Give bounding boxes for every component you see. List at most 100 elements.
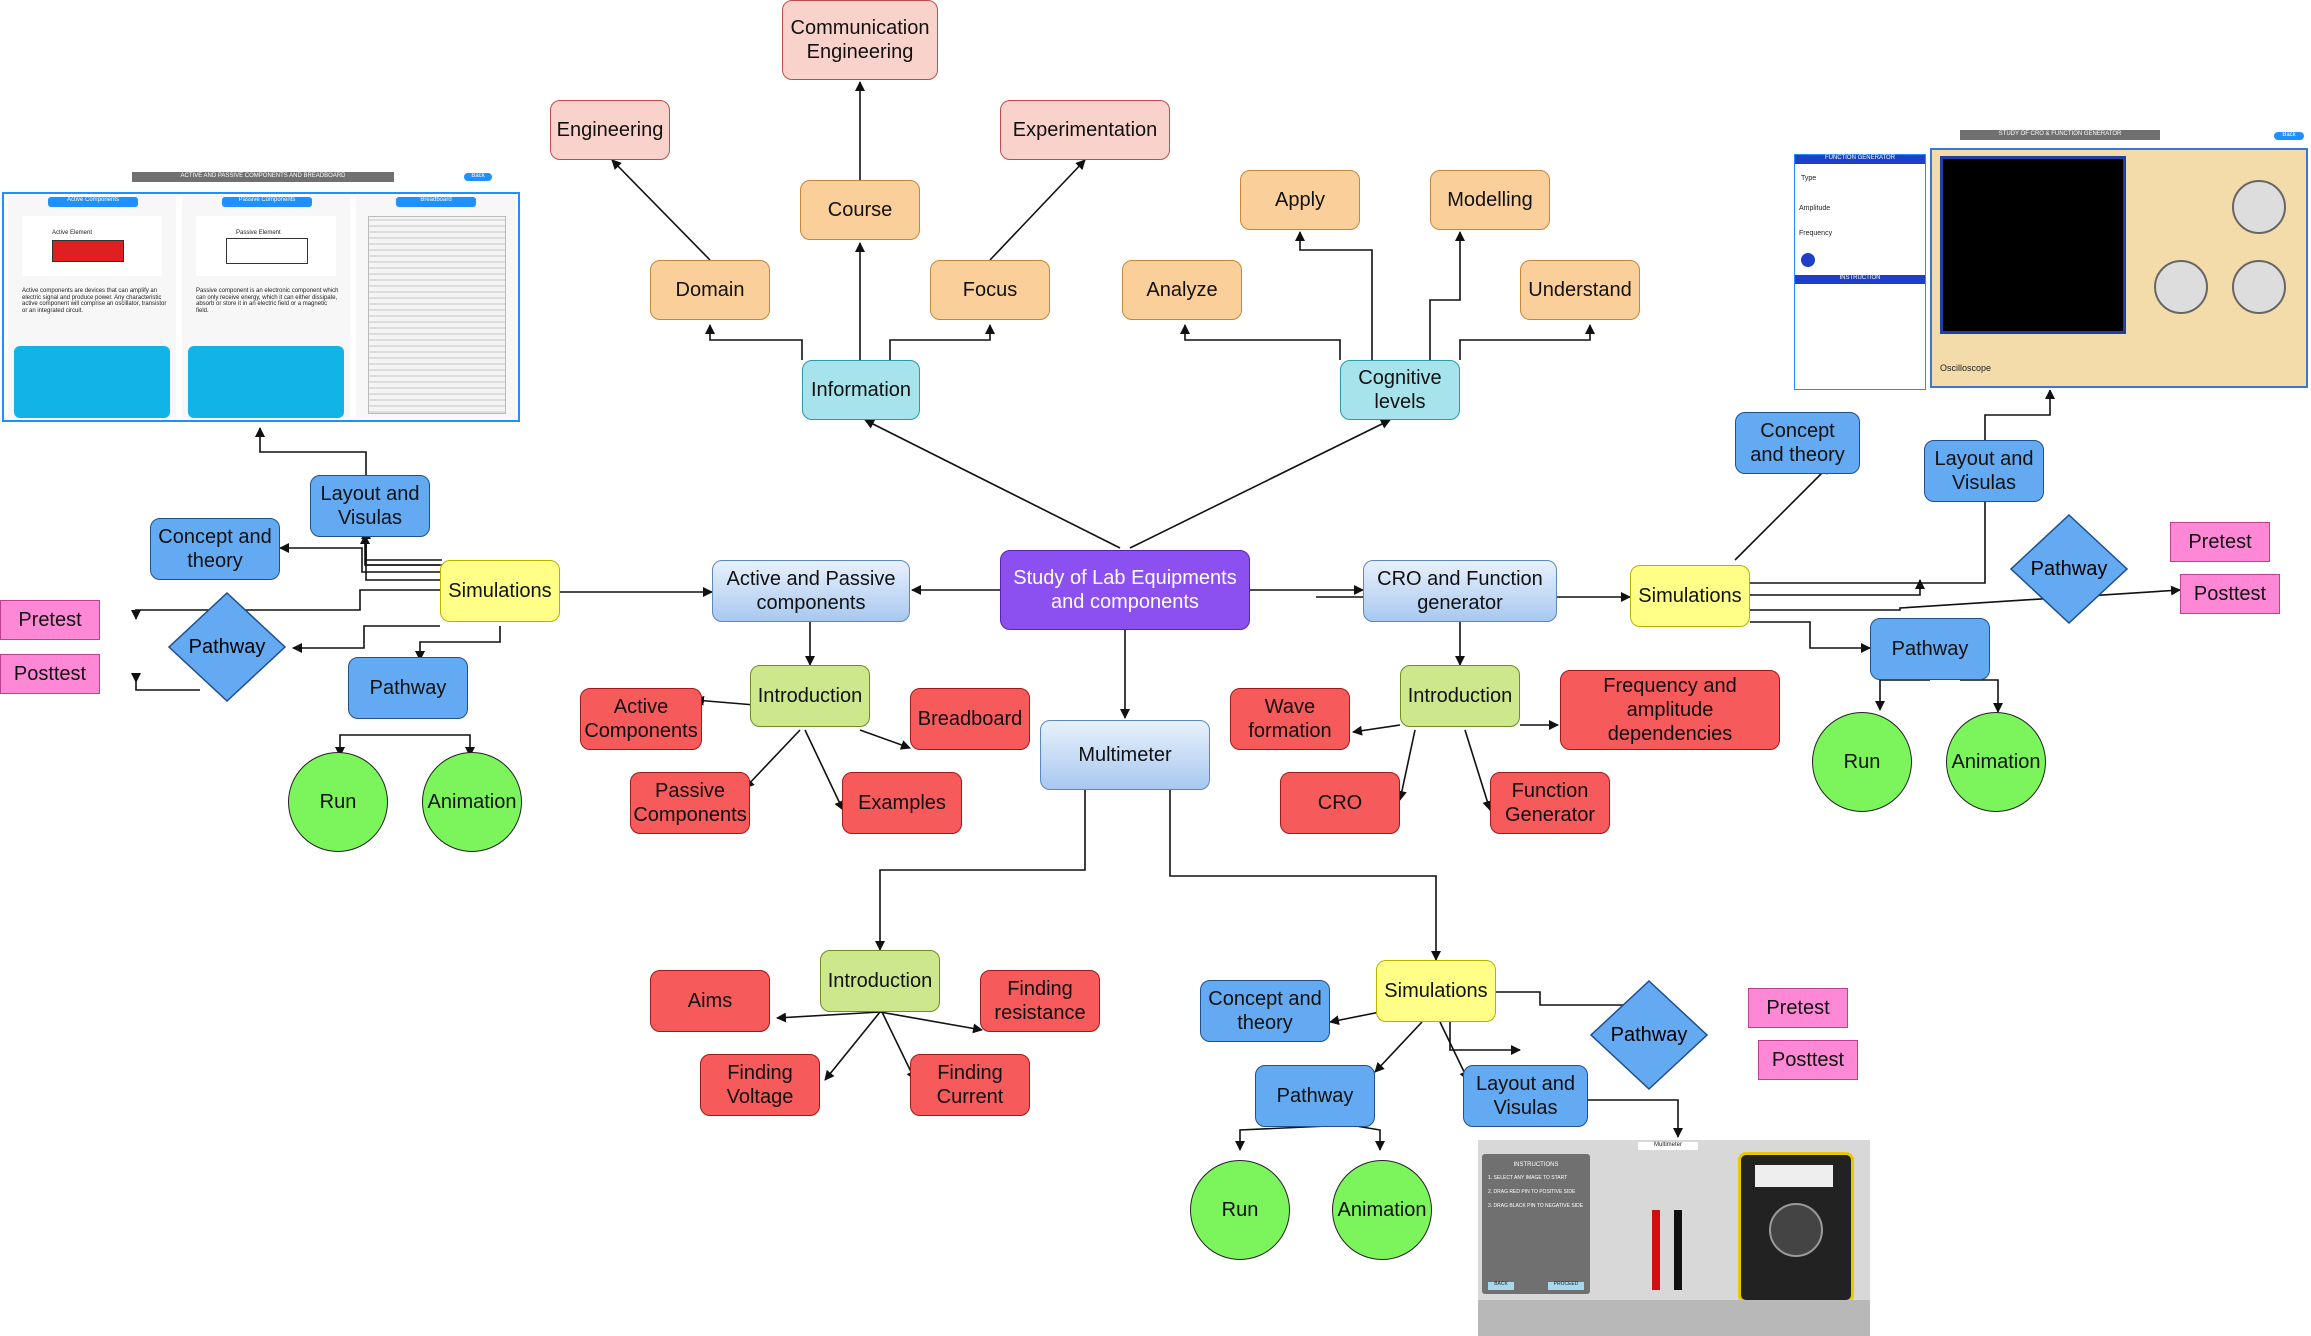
diamond-shape <box>168 592 286 702</box>
ap-frame <box>2 192 520 422</box>
frequency-amplitude-node[interactable]: Frequency and amplitude dependencies <box>1560 670 1780 750</box>
mm-step-3: 3. DRAG BLACK PIN TO NEGATIVE SIDE <box>1488 1203 1584 1209</box>
volt-div-knob-2-icon[interactable] <box>2232 260 2286 314</box>
ap-active-tray <box>14 346 170 418</box>
mm-pathway-diamond[interactable]: Pathway <box>1590 980 1708 1090</box>
mm-introduction-node[interactable]: Introduction <box>820 950 940 1012</box>
mm-instruction-title: INSTRUCTIONS <box>1513 1162 1559 1168</box>
left-concept-node[interactable]: Concept and theory <box>150 518 280 580</box>
mm-layout-node[interactable]: Layout and Visulas <box>1463 1065 1588 1127</box>
breadboard-node[interactable]: Breadboard <box>910 688 1030 750</box>
ap-panel-breadboard: Breadboard <box>356 196 516 418</box>
right-run-node[interactable]: Run <box>1812 712 1912 812</box>
engineering-node[interactable]: Engineering <box>550 100 670 160</box>
cro-introduction-node[interactable]: Introduction <box>1400 665 1520 727</box>
course-node[interactable]: Course <box>800 180 920 240</box>
information-node[interactable]: Information <box>802 360 920 420</box>
right-simulations-node[interactable]: Simulations <box>1630 565 1750 627</box>
mm-simulations-node[interactable]: Simulations <box>1376 960 1496 1022</box>
mm-dial-icon[interactable] <box>1769 1203 1823 1257</box>
experimentation-node[interactable]: Experimentation <box>1000 100 1170 160</box>
oscilloscope-panel: Oscilloscope <box>1930 148 2308 388</box>
cro-node[interactable]: CRO <box>1280 772 1400 834</box>
right-concept-node[interactable]: Concept and theory <box>1735 412 1860 474</box>
right-pretest-node[interactable]: Pretest <box>2170 522 2270 562</box>
mm-concept-node[interactable]: Concept and theory <box>1200 980 1330 1042</box>
ap-back-button[interactable]: Back <box>464 173 492 181</box>
fg-amplitude-label: Amplitude <box>1799 205 1831 212</box>
ap-passive-label: Passive Element <box>236 230 281 236</box>
oscilloscope-screen <box>1940 156 2126 334</box>
modelling-node[interactable]: Modelling <box>1430 170 1550 230</box>
focus-node[interactable]: Focus <box>930 260 1050 320</box>
mm-probe-black[interactable] <box>1674 1210 1682 1290</box>
mm-component-tray <box>1478 1300 1870 1336</box>
mm-animation-node[interactable]: Animation <box>1332 1160 1432 1260</box>
aims-node[interactable]: Aims <box>650 970 770 1032</box>
left-layout-node[interactable]: Layout and Visulas <box>310 475 430 537</box>
cro-title-bar <box>1960 130 2160 140</box>
right-layout-node[interactable]: Layout and Visulas <box>1924 440 2044 502</box>
examples-node[interactable]: Examples <box>842 772 962 834</box>
apply-node[interactable]: Apply <box>1240 170 1360 230</box>
ap-passive-text: Passive component is an electronic compo… <box>196 288 339 314</box>
mm-pathway-node[interactable]: Pathway <box>1255 1065 1375 1127</box>
fg-type-label: Type <box>1801 175 1817 182</box>
right-animation-node[interactable]: Animation <box>1946 712 2046 812</box>
ap-passive-circuit <box>226 238 308 264</box>
ap-introduction-node[interactable]: Introduction <box>750 665 870 727</box>
wave-formation-node[interactable]: Wave formation <box>1230 688 1350 750</box>
fg-title: FUNCTION GENERATOR <box>1795 155 1925 164</box>
center-topic[interactable]: Study of Lab Equipments and components <box>1000 550 1250 630</box>
active-components-node[interactable]: Active Components <box>580 688 702 750</box>
left-simulations-node[interactable]: Simulations <box>440 560 560 622</box>
ap-active-label: Active Element <box>52 230 93 236</box>
cro-screenshot: STUDY OF CRO & FUNCTION GENERATOR Back F… <box>1790 128 2310 390</box>
multimeter-screenshot: Multimeter INSTRUCTIONS 1. SELECT ANY IM… <box>1478 1140 1870 1336</box>
finding-current-node[interactable]: Finding Current <box>910 1054 1030 1116</box>
mm-run-node[interactable]: Run <box>1190 1160 1290 1260</box>
oscilloscope-label: Oscilloscope <box>1940 363 1992 373</box>
active-passive-node[interactable]: Active and Passive components <box>712 560 910 622</box>
cro-function-generator-node[interactable]: CRO and Function generator <box>1363 560 1557 622</box>
ap-title-bar <box>132 172 394 182</box>
ap-tab-breadboard[interactable]: Breadboard <box>396 197 476 207</box>
mm-proceed-button[interactable]: PROCEED <box>1548 1281 1584 1290</box>
right-pathway-diamond[interactable]: Pathway <box>2010 514 2128 624</box>
ap-tab-passive[interactable]: Passive Components <box>222 197 312 207</box>
cro-title: STUDY OF CRO & FUNCTION GENERATOR <box>1998 131 2122 137</box>
finding-voltage-node[interactable]: Finding Voltage <box>700 1054 820 1116</box>
left-animation-node[interactable]: Animation <box>422 752 522 852</box>
finding-resistance-node[interactable]: Finding resistance <box>980 970 1100 1032</box>
passive-components-node[interactable]: Passive Components <box>630 772 750 834</box>
ap-title: ACTIVE AND PASSIVE COMPONENTS AND BREADB… <box>180 173 346 179</box>
understand-node[interactable]: Understand <box>1520 260 1640 320</box>
power-icon[interactable] <box>1801 253 1815 267</box>
ap-tab-active[interactable]: Active Components <box>48 197 138 207</box>
ap-active-card: Active Element <box>22 216 162 276</box>
right-posttest-node[interactable]: Posttest <box>2180 574 2280 614</box>
mm-step-2: 2. DRAG RED PIN TO POSITIVE SIDE <box>1488 1189 1576 1195</box>
left-posttest-node[interactable]: Posttest <box>0 654 100 694</box>
left-run-node[interactable]: Run <box>288 752 388 852</box>
fg-frequency-label: Frequency <box>1799 230 1833 237</box>
volt-div-knob-icon[interactable] <box>2154 260 2208 314</box>
cro-back-button[interactable]: Back <box>2274 132 2304 140</box>
domain-node[interactable]: Domain <box>650 260 770 320</box>
mm-back-button[interactable]: BACK <box>1488 1281 1514 1290</box>
left-pathway-node[interactable]: Pathway <box>348 657 468 719</box>
communication-engineering-node[interactable]: Communication Engineering <box>782 0 938 80</box>
left-pretest-node[interactable]: Pretest <box>0 600 100 640</box>
analyze-node[interactable]: Analyze <box>1122 260 1242 320</box>
cognitive-levels-node[interactable]: Cognitive levels <box>1340 360 1460 420</box>
multimeter-node[interactable]: Multimeter <box>1040 720 1210 790</box>
ap-passive-card: Passive Element <box>196 216 336 276</box>
mm-posttest-node[interactable]: Posttest <box>1758 1040 1858 1080</box>
mm-pretest-node[interactable]: Pretest <box>1748 988 1848 1028</box>
function-generator-node[interactable]: Function Generator <box>1490 772 1610 834</box>
mm-probe-red[interactable] <box>1652 1210 1660 1290</box>
fg-panel: FUNCTION GENERATOR Type Amplitude Freque… <box>1794 154 1926 390</box>
timebase-knob-icon[interactable] <box>2232 180 2286 234</box>
right-pathway-node[interactable]: Pathway <box>1870 618 1990 680</box>
left-pathway-diamond[interactable]: Pathway <box>168 592 286 702</box>
